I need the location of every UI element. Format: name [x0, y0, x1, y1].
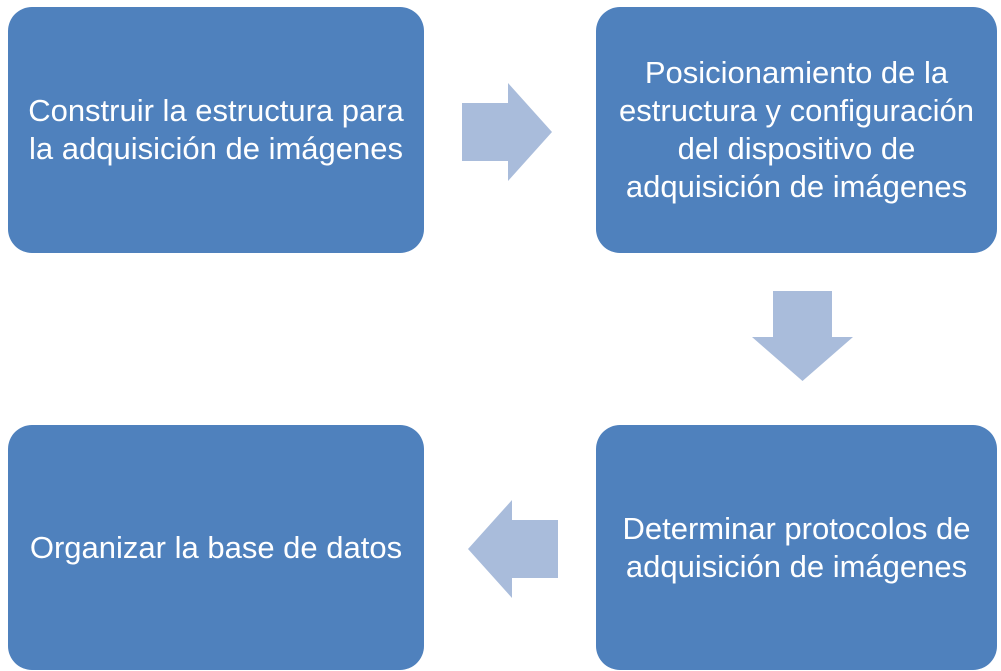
step-box-organizar-base-datos: Organizar la base de datos — [8, 425, 424, 670]
step-label-1: Construir la estructura para la adquisic… — [28, 93, 404, 166]
step-box-posicionamiento: Posicionamiento de la estructura y confi… — [596, 7, 997, 253]
arrow-left-icon — [468, 500, 558, 598]
step-label-3: Determinar protocolos de adquisición de … — [622, 510, 971, 584]
step-label-4: Organizar la base de datos — [29, 529, 403, 565]
step-label-2: Posicionamiento de la estructura y confi… — [619, 55, 974, 204]
step-box-determinar-protocolos: Determinar protocolos de adquisición de … — [596, 425, 997, 670]
arrow-right-icon — [462, 83, 552, 181]
arrow-down-icon — [752, 291, 853, 381]
step-box-construir-estructura: Construir la estructura para la adquisic… — [8, 7, 424, 253]
